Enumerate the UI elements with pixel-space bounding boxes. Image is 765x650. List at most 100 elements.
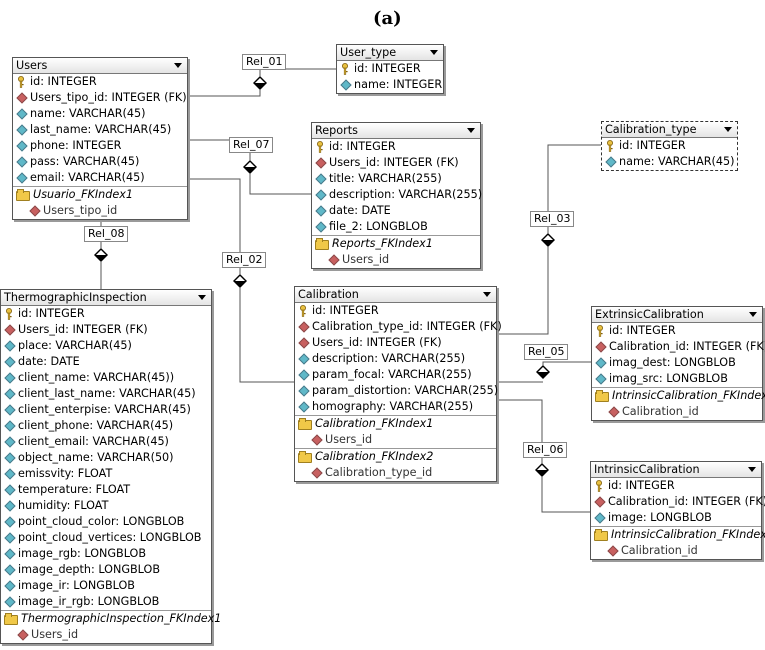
cardinality-diamond-top — [96, 250, 106, 255]
foreign-key-icon — [311, 467, 323, 479]
attribute-diamond-icon — [16, 172, 28, 184]
column-text: param_distortion: VARCHAR(255) — [312, 384, 499, 397]
index-separator — [592, 387, 762, 388]
column-text: name: VARCHAR(45) — [30, 107, 146, 120]
table-column: phone: INTEGER — [13, 138, 187, 154]
relation-label-rel-06[interactable]: Rel_06 — [523, 442, 568, 458]
table-column: description: VARCHAR(255) — [295, 351, 496, 367]
attribute-diamond-icon — [315, 205, 327, 217]
relation-label-rel-02[interactable]: Rel_02 — [222, 252, 267, 268]
chevron-down-icon[interactable] — [174, 63, 182, 68]
chevron-down-icon[interactable] — [724, 127, 732, 132]
table-column: image_depth: LONGBLOB — [1, 562, 211, 578]
column-text: title: VARCHAR(255) — [329, 172, 442, 185]
figure-label: (a) — [373, 8, 402, 29]
table-header[interactable]: Reports — [312, 123, 480, 139]
primary-key-icon — [6, 308, 12, 320]
table-name: ExtrinsicCalibration — [595, 308, 704, 321]
attribute-diamond-icon — [4, 548, 16, 560]
table-header[interactable]: IntrinsicCalibration — [591, 462, 761, 478]
table-column: Users_id: INTEGER (FK) — [312, 155, 480, 171]
relationship-line — [542, 361, 591, 365]
table-header[interactable]: User_type — [337, 45, 443, 61]
index-name: ThermographicInspection_FKIndex1 — [21, 612, 222, 625]
index-title: IntrinsicCalibration_FKIndex1 — [591, 527, 765, 543]
folder-icon — [4, 613, 18, 625]
table-column: Calibration_id: INTEGER (FK) — [591, 494, 765, 510]
primary-key-icon — [342, 63, 348, 75]
table-column: client_phone: VARCHAR(45) — [1, 418, 211, 434]
table-column: id: INTEGER — [602, 138, 737, 154]
attribute-diamond-icon — [595, 357, 607, 369]
index-separator — [1, 610, 211, 611]
column-text: Users_id: INTEGER (FK) — [329, 156, 459, 169]
relation-label-rel-07[interactable]: Rel_07 — [229, 137, 274, 153]
table-name: Users — [16, 59, 48, 72]
chevron-down-icon[interactable] — [749, 312, 757, 317]
primary-key-icon — [18, 76, 24, 88]
relation-label-rel-08[interactable]: Rel_08 — [84, 226, 129, 242]
column-text: id: INTEGER — [18, 307, 85, 320]
column-text: id: INTEGER — [312, 304, 379, 317]
attribute-diamond-icon — [595, 373, 607, 385]
attribute-diamond-icon — [315, 221, 327, 233]
index-name: Calibration_FKIndex2 — [315, 450, 434, 463]
table-column: image_ir: LONGBLOB — [1, 578, 211, 594]
table-header[interactable]: Users — [13, 58, 187, 74]
relation-label-rel-01[interactable]: Rel_01 — [242, 54, 287, 70]
table-column: title: VARCHAR(255) — [312, 171, 480, 187]
primary-key-icon — [317, 141, 323, 153]
chevron-down-icon[interactable] — [198, 295, 206, 300]
foreign-key-icon — [595, 341, 607, 353]
table-header[interactable]: Calibration — [295, 287, 496, 303]
table-column: homography: VARCHAR(255) — [295, 399, 496, 415]
column-text: object_name: VARCHAR(50) — [18, 451, 174, 464]
table-name: IntrinsicCalibration — [594, 463, 700, 476]
primary-key-icon — [300, 305, 306, 317]
column-text: Users_id: INTEGER (FK) — [312, 336, 442, 349]
table-column: name: INTEGER — [337, 77, 443, 93]
relation-label-rel-03[interactable]: Rel_03 — [530, 211, 575, 227]
column-text: imag_dest: LONGBLOB — [609, 356, 736, 369]
column-text: emissvity: FLOAT — [18, 467, 113, 480]
column-text: phone: INTEGER — [30, 139, 122, 152]
attribute-diamond-icon — [16, 108, 28, 120]
attribute-diamond-icon — [4, 516, 16, 528]
primary-key-icon — [596, 480, 602, 492]
chevron-down-icon[interactable] — [430, 50, 438, 55]
table-column: Users_tipo_id: INTEGER (FK) — [13, 90, 187, 106]
table-column: id: INTEGER — [13, 74, 187, 90]
folder-icon — [298, 418, 312, 430]
index-column: Calibration_id — [592, 404, 762, 420]
table-column: client_email: VARCHAR(45) — [1, 434, 211, 450]
table-header[interactable]: Calibration_type — [602, 122, 737, 138]
table-header[interactable]: ThermographicInspection — [1, 290, 211, 306]
column-text: email: VARCHAR(45) — [30, 171, 145, 184]
table-header[interactable]: ExtrinsicCalibration — [592, 307, 762, 323]
attribute-diamond-icon — [4, 564, 16, 576]
column-text: description: VARCHAR(255) — [312, 352, 466, 365]
chevron-down-icon[interactable] — [467, 128, 475, 133]
foreign-key-icon — [29, 205, 41, 217]
attribute-diamond-icon — [4, 340, 16, 352]
column-text: point_cloud_color: LONGBLOB — [18, 515, 185, 528]
column-text: date: DATE — [18, 355, 80, 368]
index-separator — [312, 235, 480, 236]
column-text: imag_src: LONGBLOB — [609, 372, 728, 385]
column-text: client_enterpise: VARCHAR(45) — [18, 403, 191, 416]
chevron-down-icon[interactable] — [748, 467, 756, 472]
relation-label-rel-05[interactable]: Rel_05 — [524, 344, 569, 360]
column-text: name: INTEGER — [354, 78, 443, 91]
chevron-down-icon[interactable] — [483, 292, 491, 297]
column-text: place: VARCHAR(45) — [18, 339, 132, 352]
folder-icon — [595, 390, 609, 402]
